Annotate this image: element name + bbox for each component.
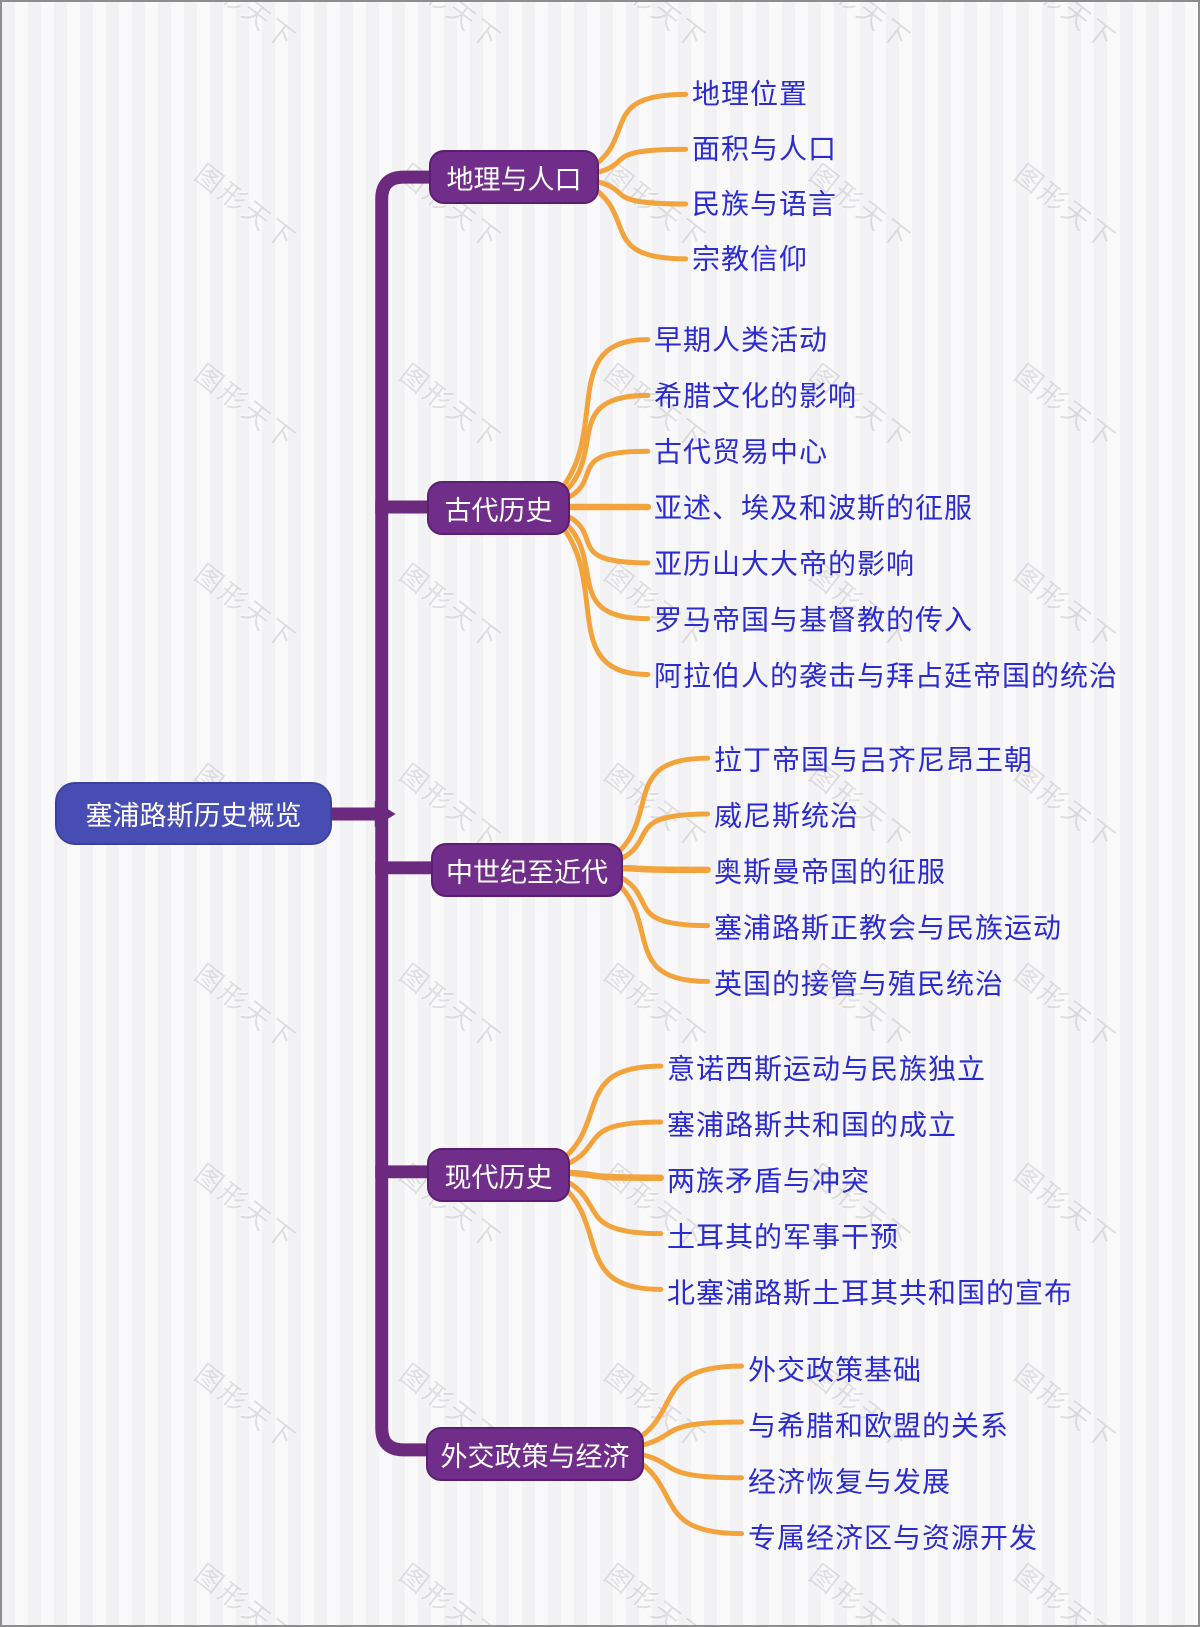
leaf-label[interactable]: 希腊文化的影响 — [654, 374, 857, 414]
connector-line — [589, 94, 686, 168]
leaf-label[interactable]: 亚历山大大帝的影响 — [654, 542, 915, 582]
leaf-label[interactable]: 两族矛盾与冲突 — [667, 1159, 870, 1199]
connector-line — [560, 1172, 661, 1177]
leaf-label[interactable]: 宗教信仰 — [692, 237, 808, 277]
connector-line — [613, 874, 708, 926]
leaf-label[interactable]: 英国的接管与殖民统治 — [714, 962, 1004, 1002]
leaf-label[interactable]: 古代贸易中心 — [654, 430, 828, 470]
leaf-label[interactable]: 罗马帝国与基督教的传入 — [654, 598, 973, 638]
leaf-label[interactable]: 塞浦路斯共和国的成立 — [667, 1103, 957, 1143]
leaf-label[interactable]: 奥斯曼帝国的征服 — [714, 850, 946, 890]
leaf-label[interactable]: 外交政策基础 — [748, 1348, 922, 1388]
connector-line — [560, 518, 648, 618]
leaf-label[interactable]: 民族与语言 — [692, 182, 837, 222]
connector-line — [560, 1184, 661, 1290]
leaf-label[interactable]: 早期人类活动 — [654, 318, 828, 358]
leaf-label[interactable]: 塞浦路斯正教会与民族运动 — [714, 906, 1062, 946]
connector-line — [589, 180, 686, 204]
connector-line — [634, 1458, 742, 1533]
leaf-label[interactable]: 阿拉伯人的袭击与拜占廷帝国的统治 — [654, 654, 1118, 694]
root-node[interactable]: 塞浦路斯历史概览 — [55, 782, 332, 845]
connector-line — [589, 149, 686, 174]
leaf-label[interactable]: 威尼斯统治 — [714, 794, 859, 834]
leaf-label[interactable]: 经济恢复与发展 — [748, 1460, 951, 1500]
branch-node-3[interactable]: 中世纪至近代 — [431, 843, 623, 897]
branch-node-1[interactable]: 地理与人口 — [429, 150, 599, 204]
leaf-label[interactable]: 面积与人口 — [692, 127, 837, 167]
leaf-label[interactable]: 土耳其的军事干预 — [667, 1215, 899, 1255]
connector-line — [560, 1066, 661, 1161]
leaf-label[interactable]: 与希腊和欧盟的关系 — [748, 1404, 1009, 1444]
leaf-label[interactable]: 拉丁帝国与吕齐尼昂王朝 — [714, 738, 1033, 778]
leaf-label[interactable]: 专属经济区与资源开发 — [748, 1516, 1038, 1556]
branch-node-4[interactable]: 现代历史 — [427, 1148, 570, 1202]
branch-node-5[interactable]: 外交政策与经济 — [426, 1427, 644, 1481]
connector-line — [560, 340, 648, 491]
connector-line — [613, 879, 708, 981]
connector-line — [560, 395, 648, 495]
connector-line — [560, 451, 648, 501]
connector-line — [560, 513, 648, 563]
branch-node-2[interactable]: 古代历史 — [427, 481, 570, 535]
connector-line — [589, 185, 686, 259]
leaf-label[interactable]: 北塞浦路斯土耳其共和国的宣布 — [667, 1271, 1073, 1311]
connector-line — [634, 1366, 742, 1441]
connector-line — [613, 868, 708, 870]
connector-line — [560, 1178, 661, 1234]
connector-line — [613, 758, 708, 857]
leaf-label[interactable]: 亚述、埃及和波斯的征服 — [654, 486, 973, 526]
connector-line — [560, 524, 648, 675]
leaf-label[interactable]: 意诺西斯运动与民族独立 — [667, 1047, 986, 1087]
leaf-label[interactable]: 地理位置 — [692, 72, 808, 112]
